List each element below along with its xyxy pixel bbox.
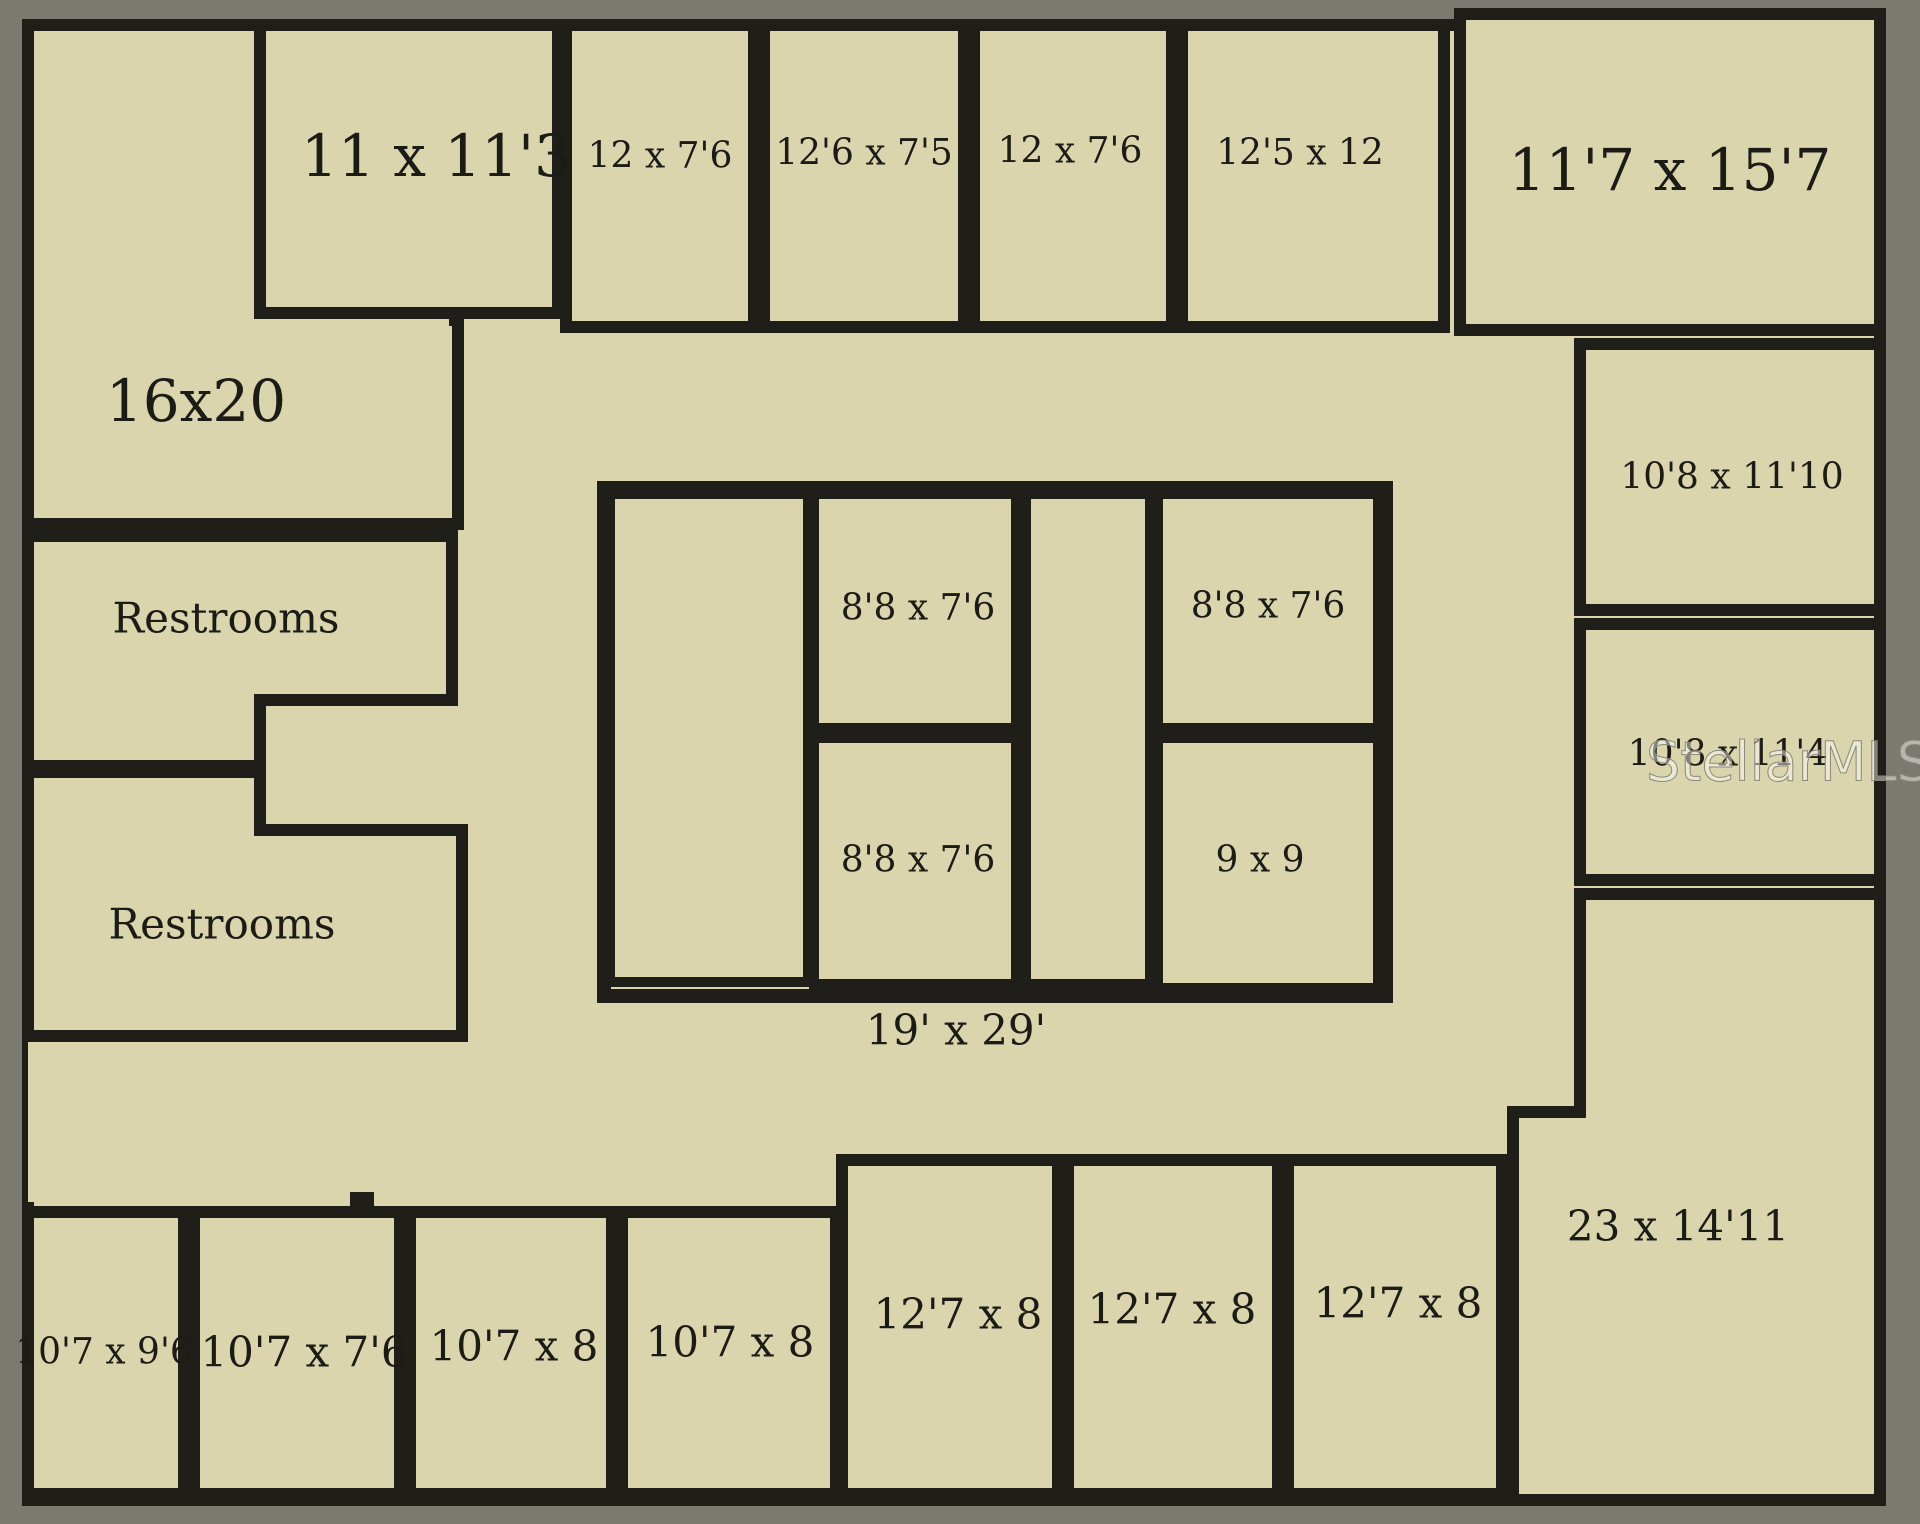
- label-107x76: 10'7 x 7'6: [200, 1328, 407, 1377]
- label-88x76-b: 8'8 x 7'6: [841, 840, 996, 881]
- label-88x76-c: 8'8 x 7'6: [1191, 586, 1346, 627]
- room-12x76-a: [560, 19, 760, 333]
- label-126x75: 12'6 x 7'5: [775, 133, 953, 174]
- room-125x12: [1176, 19, 1450, 333]
- label-19x29: 19' x 29': [866, 1006, 1046, 1055]
- label-107x96: 10'7 x 9'6: [15, 1332, 193, 1373]
- room-108x1110: [1574, 338, 1886, 616]
- label-127x8-a: 12'7 x 8: [874, 1290, 1043, 1339]
- room-23x1411: [1507, 888, 1886, 1506]
- room-107x96: [22, 1206, 190, 1500]
- room-9x9: [1153, 733, 1383, 993]
- label-127x8-c: 12'7 x 8: [1314, 1279, 1483, 1328]
- room-127x8-c: [1282, 1154, 1508, 1500]
- label-23x1411: 23 x 14'11: [1567, 1202, 1789, 1251]
- room-107x76: [188, 1206, 406, 1500]
- label-12x76-b: 12 x 7'6: [998, 131, 1143, 172]
- room-127x8-a: [836, 1154, 1064, 1500]
- watermark: StellarMLS: [1646, 731, 1920, 794]
- room-107x8-a: [404, 1206, 618, 1500]
- label-88x76-a: 8'8 x 7'6: [841, 588, 996, 629]
- label-107x8-a: 10'7 x 8: [430, 1322, 599, 1371]
- room-88x76-c: [1153, 489, 1383, 733]
- label-108x1110: 10'8 x 11'10: [1620, 457, 1843, 498]
- label-108x114: 10'8 x 11'4: [1628, 734, 1828, 775]
- label-16x20: 16x20: [106, 367, 286, 435]
- label-117x157: 11'7 x 15'7: [1509, 136, 1832, 204]
- label-107x8-b: 10'7 x 8: [646, 1318, 815, 1367]
- room-16x20: [22, 19, 464, 530]
- room-117x157: [1454, 8, 1886, 336]
- room-126x75: [758, 19, 970, 333]
- room-108x114: [1574, 618, 1886, 886]
- label-9x9: 9 x 9: [1216, 840, 1305, 881]
- label-11x113: 11 x 11'3: [301, 122, 571, 190]
- wall-stub: [350, 1192, 374, 1212]
- room-88x76-b: [809, 733, 1021, 989]
- label-125x12: 12'5 x 12: [1216, 133, 1384, 174]
- label-restrooms-1: Restrooms: [113, 594, 340, 643]
- label-12x76-a: 12 x 7'6: [588, 136, 733, 177]
- room-11x113: [254, 19, 564, 319]
- room-127x8-b: [1062, 1154, 1284, 1500]
- room-center-mid: [1021, 489, 1155, 989]
- label-127x8-b: 12'7 x 8: [1088, 1285, 1257, 1334]
- label-restrooms-2: Restrooms: [109, 900, 336, 949]
- room-12x76-b: [968, 19, 1178, 333]
- room-center-left: [605, 489, 813, 987]
- room-88x76-a: [809, 489, 1021, 733]
